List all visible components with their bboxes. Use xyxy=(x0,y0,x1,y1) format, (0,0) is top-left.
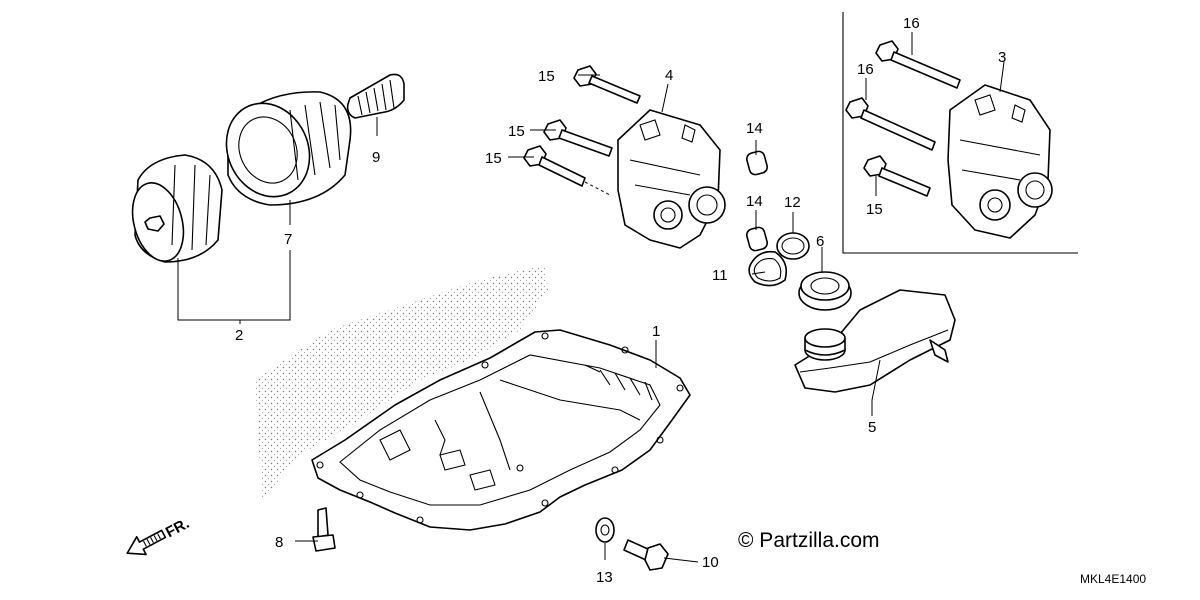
callout-15-top: 15 xyxy=(538,68,555,85)
oil-strainer xyxy=(794,289,956,393)
alternate-oil-pump xyxy=(947,84,1053,239)
callout-2: 2 xyxy=(235,327,243,344)
drain-bolt xyxy=(312,507,336,552)
bolt-16-top xyxy=(875,40,961,89)
bolt-15-inset xyxy=(863,155,931,197)
gasket xyxy=(748,250,788,287)
oil-filter xyxy=(225,91,352,206)
front-arrow-icon xyxy=(126,529,167,556)
inset-frame xyxy=(842,12,1078,254)
bolt-15-low xyxy=(523,145,586,187)
callout-10: 10 xyxy=(702,554,719,571)
callout-7: 7 xyxy=(284,231,292,248)
callout-8: 8 xyxy=(275,534,283,551)
dowel-pin-lower xyxy=(746,226,768,252)
callout-12: 12 xyxy=(784,194,801,211)
joint-pipe xyxy=(346,73,405,119)
oil-pump xyxy=(617,109,726,249)
callout-14-upper: 14 xyxy=(746,120,763,137)
callout-13: 13 xyxy=(596,569,613,586)
filter-wrench xyxy=(131,154,223,263)
leader-lines xyxy=(177,32,1005,563)
callout-15-mid: 15 xyxy=(508,123,525,140)
bolt-15-mid xyxy=(543,119,613,157)
oil-pan xyxy=(255,265,691,531)
callout-4: 4 xyxy=(665,67,673,84)
callout-16-top: 16 xyxy=(903,15,920,32)
sealing-washer xyxy=(595,517,615,543)
dowel-pin-upper xyxy=(746,150,768,176)
front-label: FR. xyxy=(163,515,192,541)
stipple-shadow xyxy=(255,265,548,500)
watermark: © Partzilla.com xyxy=(738,529,880,552)
flange-bolt xyxy=(623,539,669,571)
callout-14-lower: 14 xyxy=(746,193,763,210)
bolt-16-mid xyxy=(845,97,936,151)
callout-9: 9 xyxy=(372,149,380,166)
o-ring xyxy=(776,232,810,260)
callout-15-low: 15 xyxy=(485,150,502,167)
callout-1: 1 xyxy=(652,323,660,340)
callout-16-mid: 16 xyxy=(857,61,874,78)
callout-6: 6 xyxy=(816,233,824,250)
bolt-15-top xyxy=(573,65,641,104)
callout-3: 3 xyxy=(998,49,1006,66)
front-direction-indicator: FR. xyxy=(126,515,192,556)
callout-15-inset: 15 xyxy=(866,201,883,218)
callout-labels: 1 2 3 4 5 6 7 8 9 10 11 12 13 14 14 15 1… xyxy=(235,15,1006,586)
callout-11: 11 xyxy=(712,267,728,284)
callout-5: 5 xyxy=(868,419,876,436)
diagram-code: MKL4E1400 xyxy=(1080,572,1146,586)
oil-seal xyxy=(798,271,852,311)
